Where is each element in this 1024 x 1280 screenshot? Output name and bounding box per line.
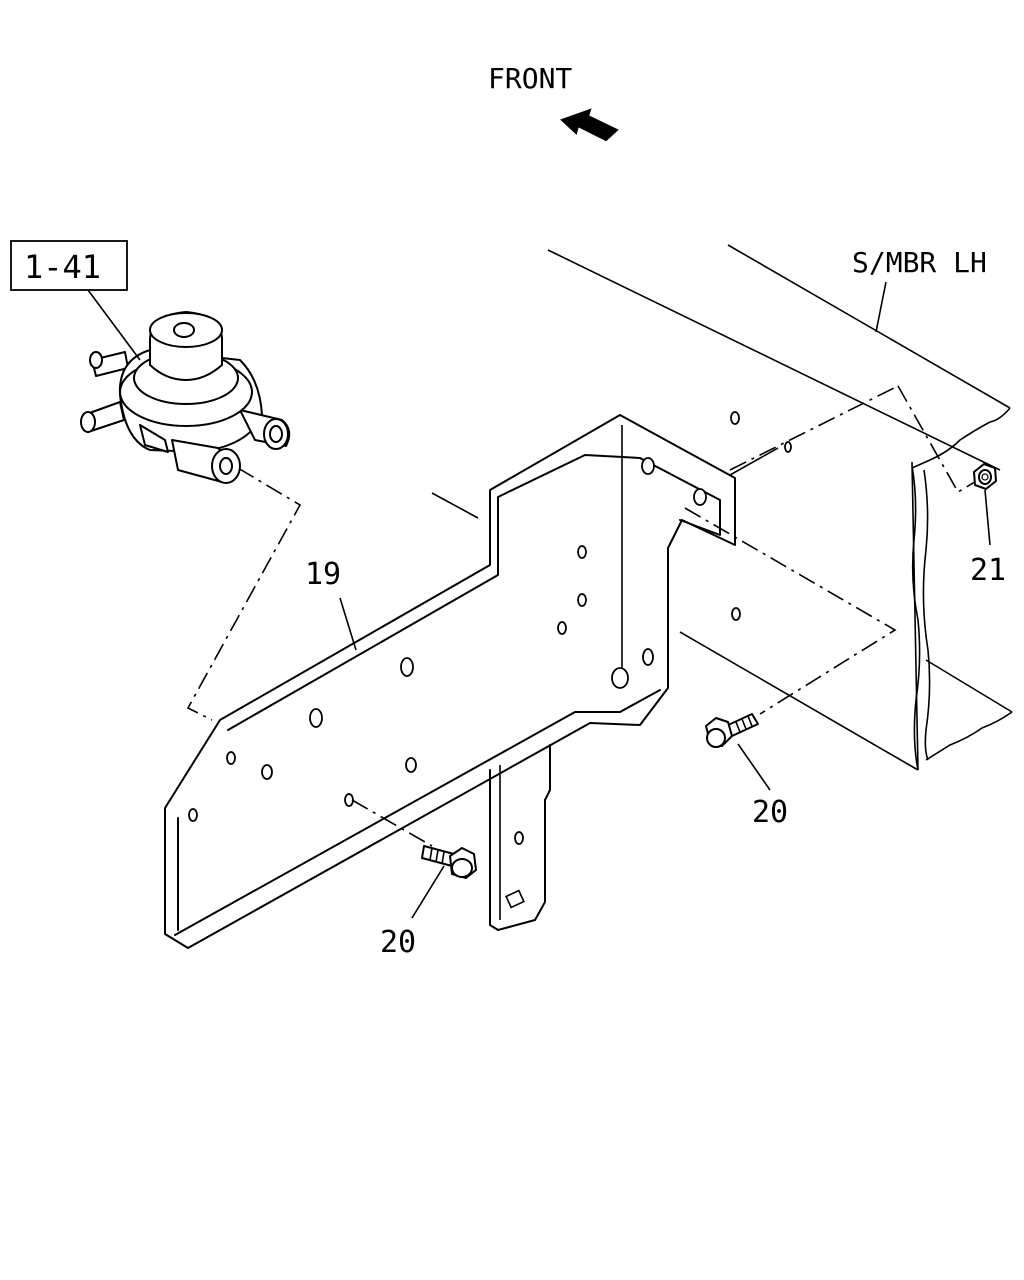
member-leader: [875, 281, 887, 333]
part-21-label: 21: [970, 553, 1006, 588]
ref-box-label: 1-41: [24, 248, 101, 286]
part-20-bottom-leader: [411, 865, 445, 919]
regulator-assembly: [80, 311, 291, 484]
bracket-part-19: [164, 414, 736, 949]
part-21-leader: [984, 489, 991, 546]
part-20-right-label: 20: [752, 795, 788, 830]
part-20-right-leader: [737, 743, 771, 791]
part-19-leader: [339, 597, 357, 651]
part-19-label: 19: [305, 557, 341, 592]
front-label: FRONT: [488, 62, 572, 95]
nut-part-21: [973, 463, 997, 490]
ref-box-1-41: 1-41: [10, 240, 128, 291]
bolt-part-20-right: [705, 713, 759, 748]
ref-box-leader: [87, 289, 141, 361]
side-member-lh: [431, 244, 1013, 771]
part-20-bottom-label: 20: [380, 925, 416, 960]
bolt-part-20-bottom: [421, 845, 477, 879]
assembly-lines: [186, 385, 979, 847]
member-label: S/MBR LH: [852, 246, 987, 279]
front-arrow-icon: [560, 108, 619, 142]
